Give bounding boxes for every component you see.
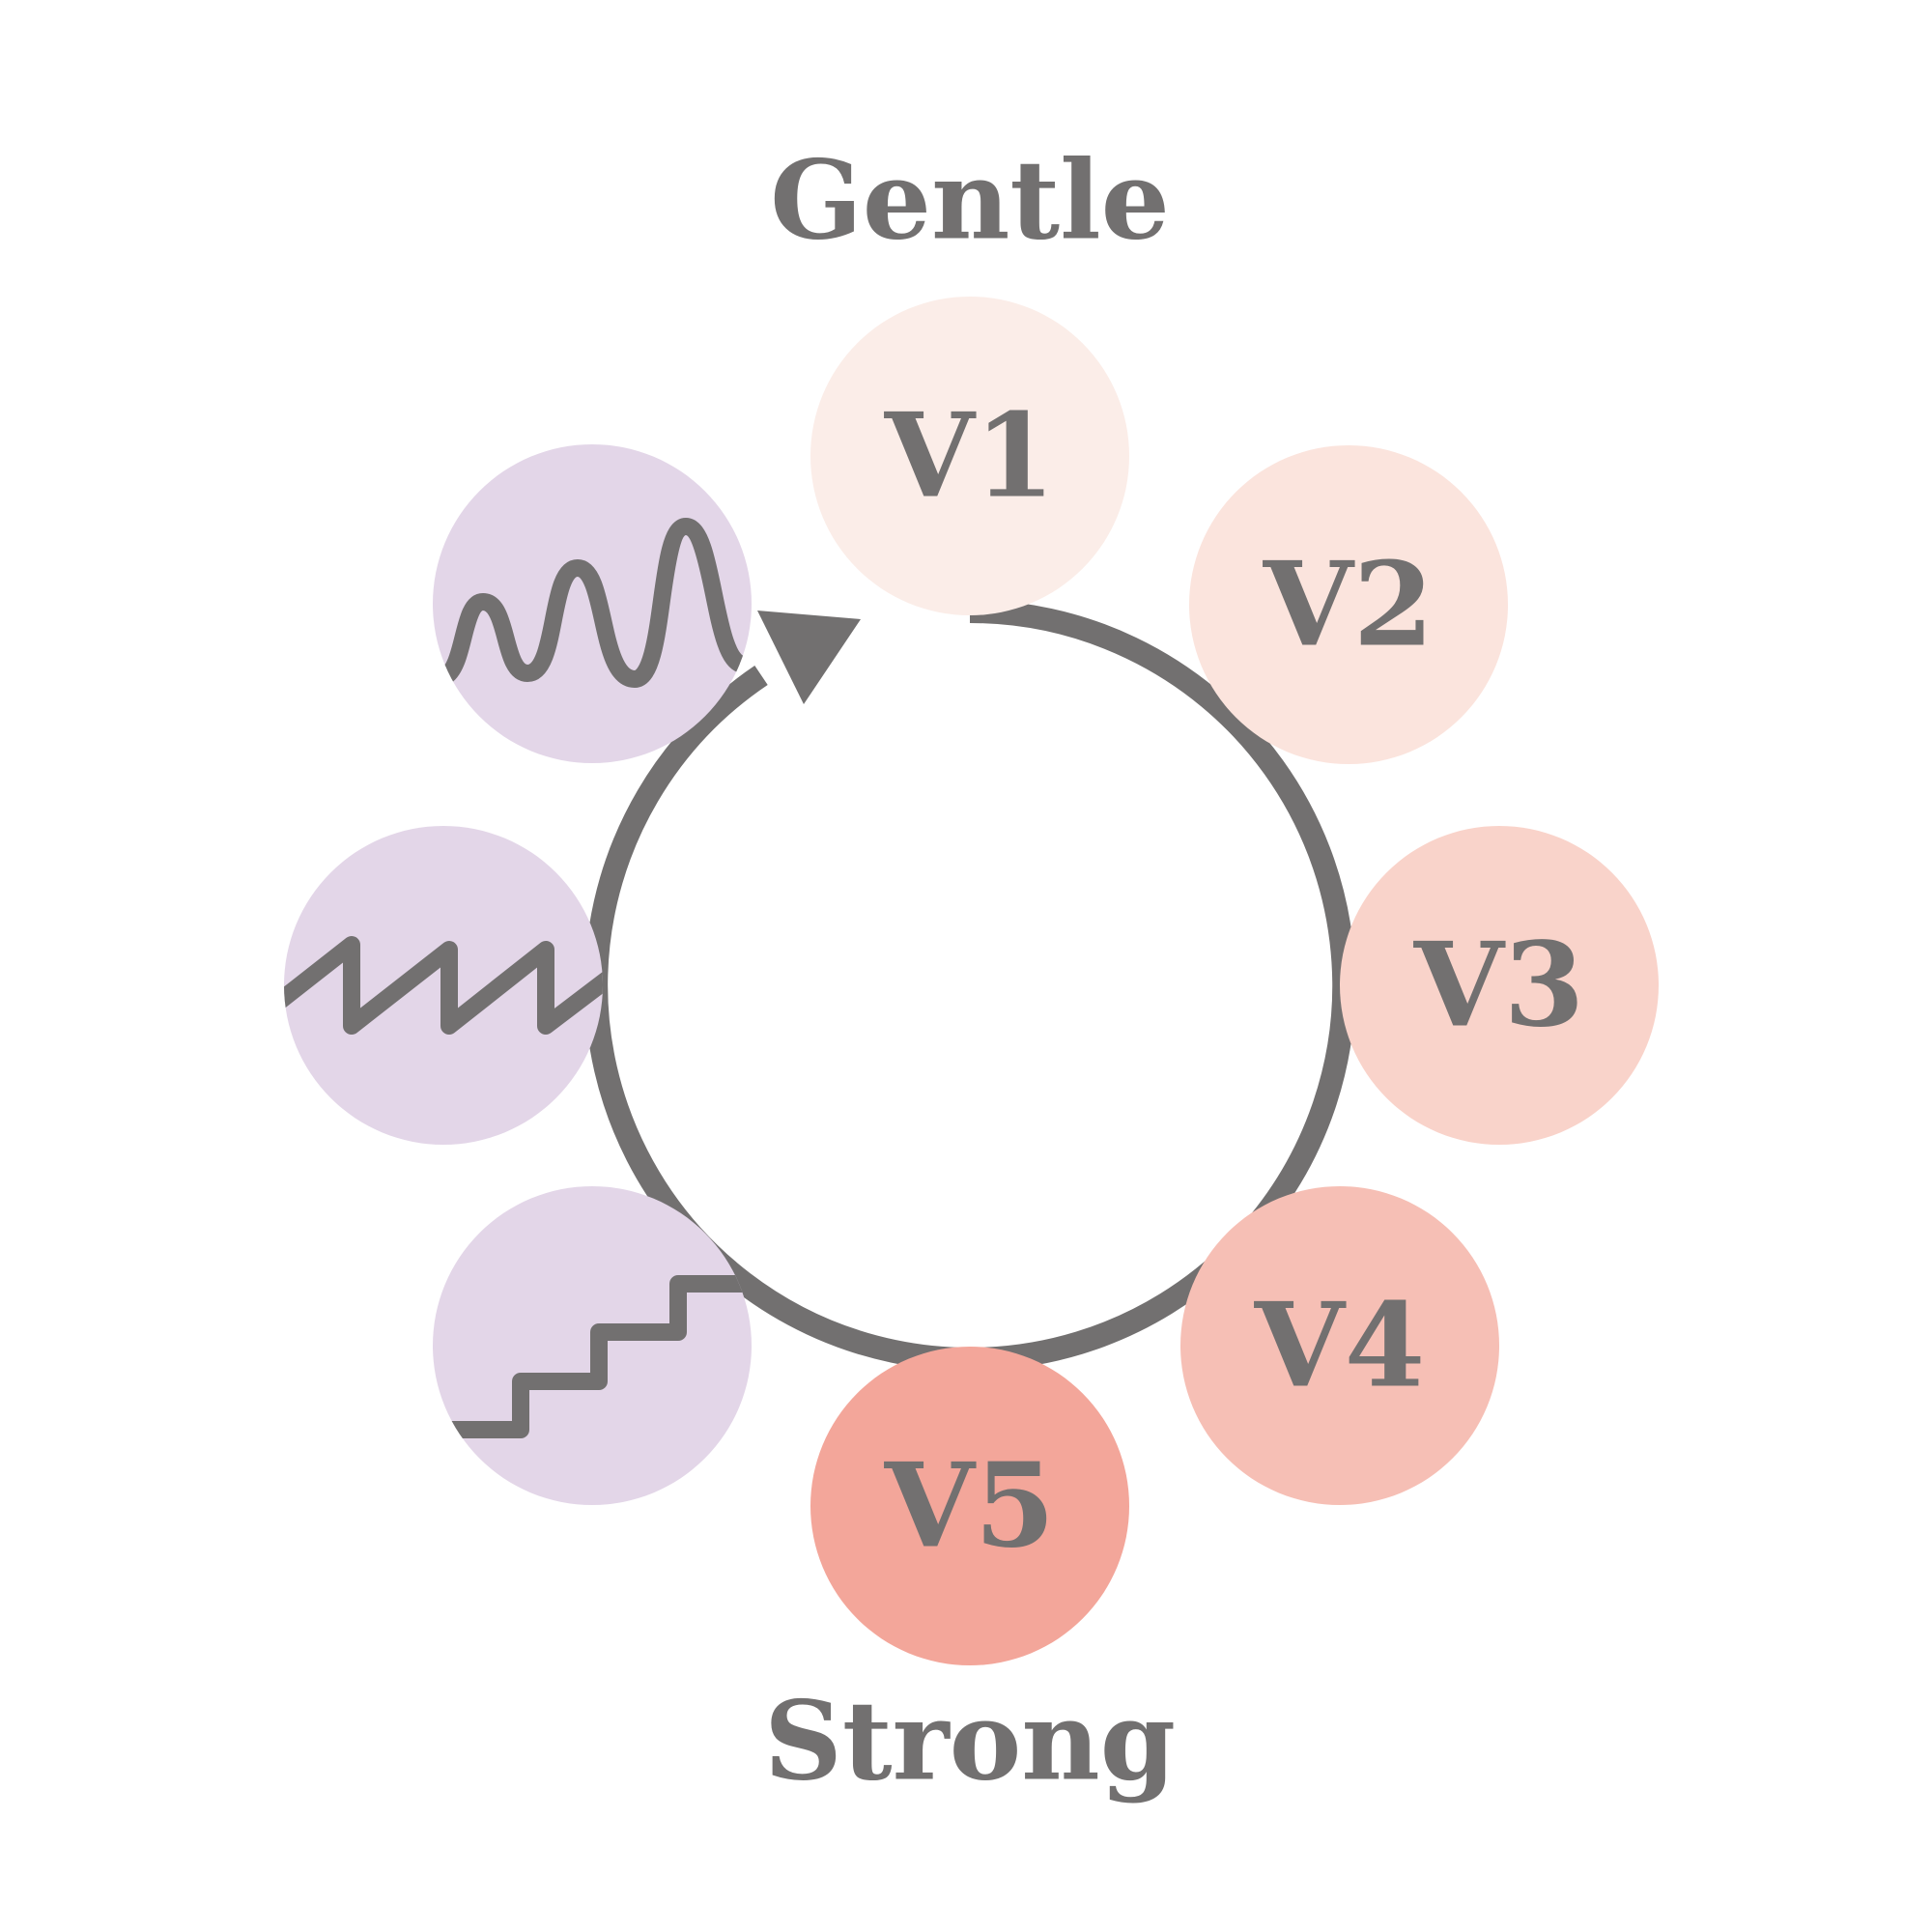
cycle-arrow-head <box>757 611 861 704</box>
level-label: V3 <box>1413 918 1585 1054</box>
level-v5: V5 <box>810 1347 1129 1665</box>
level-label: V4 <box>1254 1278 1426 1414</box>
strong-label: Strong <box>764 1679 1176 1805</box>
level-v3: V3 <box>1340 826 1659 1145</box>
level-v2: V2 <box>1189 445 1508 764</box>
level-label: V5 <box>884 1438 1056 1575</box>
gentle-label: Gentle <box>770 138 1170 265</box>
sawtooth-wave-icon <box>284 936 603 1035</box>
level-v4: V4 <box>1180 1186 1499 1505</box>
level-label: V1 <box>884 388 1056 525</box>
sine-wave-icon <box>436 518 752 688</box>
staircase-icon <box>433 1275 752 1438</box>
level-label: V2 <box>1263 537 1435 673</box>
level-v1: V1 <box>810 297 1129 615</box>
